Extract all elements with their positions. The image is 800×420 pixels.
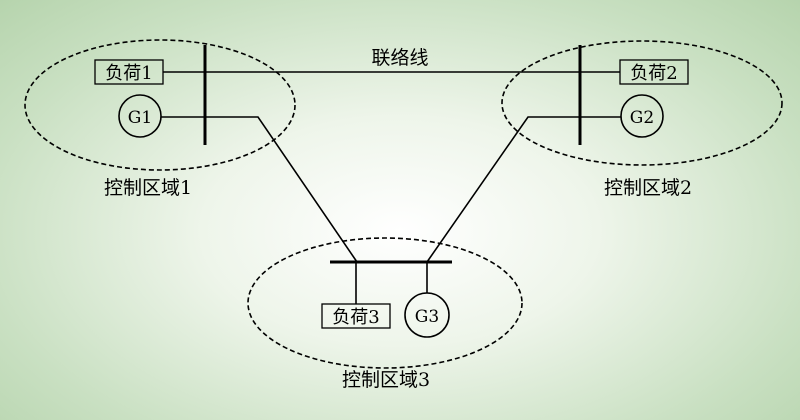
control-area-3-label: 控制区域3 — [342, 369, 430, 391]
generator-1-symbol — [118, 94, 162, 138]
generator-3-label: G3 — [415, 307, 439, 327]
load-3-label: 负荷3 — [332, 307, 379, 328]
load-1-label: 负荷1 — [105, 63, 152, 84]
control-area-1-boundary — [24, 39, 296, 171]
line-area2-area3 — [426, 116, 580, 263]
line-area1-area3 — [205, 116, 358, 263]
control-area-2-boundary — [501, 40, 783, 166]
control-area-2-label: 控制区域2 — [604, 177, 692, 199]
control-area-1-label: 控制区域1 — [104, 177, 192, 199]
generator-2-label: G2 — [630, 108, 654, 128]
load-2-label: 负荷2 — [630, 63, 677, 84]
generator-2-symbol — [620, 94, 664, 138]
control-area-3-boundary — [247, 237, 523, 369]
generator-1-label: G1 — [128, 108, 152, 128]
tie-line-label: 联络线 — [371, 47, 428, 69]
